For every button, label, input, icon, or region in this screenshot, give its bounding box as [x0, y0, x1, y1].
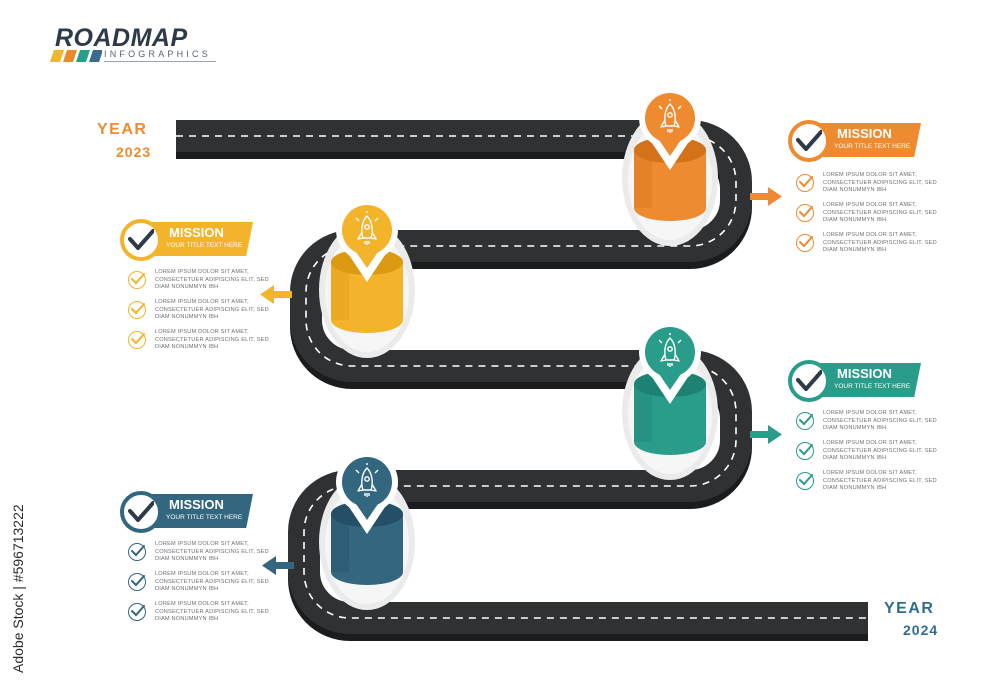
logo-title: ROADMAP — [55, 24, 188, 52]
cylinder-bottom — [331, 559, 403, 585]
mission-item-text: LOREM IPSUM DOLOR SIT AMET, CONSECTETUER… — [823, 410, 937, 432]
cylinder-bottom — [331, 307, 403, 333]
mission-item-text: LOREM IPSUM DOLOR SIT AMET, CONSECTETUER… — [823, 440, 937, 462]
mission-card-orange: MISSION YOUR TITLE TEXT HERE LOREM IPSUM… — [788, 120, 948, 273]
check-circle-icon — [128, 301, 146, 319]
mission-item: LOREM IPSUM DOLOR SIT AMET, CONSECTETUER… — [128, 328, 278, 354]
stock-watermark-text: Adobe Stock | #596713222 — [10, 504, 26, 673]
mission-item: LOREM IPSUM DOLOR SIT AMET, CONSECTETUER… — [796, 231, 946, 257]
mission-item: LOREM IPSUM DOLOR SIT AMET, CONSECTETUER… — [128, 268, 278, 294]
checkmark-icon — [796, 370, 822, 391]
mission-badge — [120, 219, 162, 261]
pin-head — [645, 327, 695, 377]
mission-item: LOREM IPSUM DOLOR SIT AMET, CONSECTETUER… — [128, 570, 278, 596]
rocket-icon — [355, 463, 379, 497]
mission-card-blue: MISSION YOUR TITLE TEXT HERE LOREM IPSUM… — [120, 491, 280, 644]
check-circle-icon — [128, 331, 146, 349]
pin-head — [645, 93, 695, 143]
mission-item: LOREM IPSUM DOLOR SIT AMET, CONSECTETUER… — [128, 600, 278, 626]
mission-item: LOREM IPSUM DOLOR SIT AMET, CONSECTETUER… — [796, 469, 946, 495]
mission-card-teal: MISSION YOUR TITLE TEXT HERE LOREM IPSUM… — [788, 360, 948, 513]
mission-item: LOREM IPSUM DOLOR SIT AMET, CONSECTETUER… — [128, 540, 278, 566]
stock-watermark: Adobe Stock | #596713222 — [10, 504, 26, 673]
cylinder-bottom — [634, 429, 706, 455]
cylinder-shade — [331, 514, 349, 572]
arrow-left-icon — [262, 556, 294, 575]
check-circle-icon — [128, 573, 146, 591]
check-circle-icon — [796, 472, 814, 490]
arrow-right-icon — [750, 187, 782, 206]
milestone-teal — [622, 321, 718, 480]
mission-badge — [788, 360, 830, 402]
arrow-right-icon — [750, 425, 782, 444]
logo-subtitle: INFOGRAPHICS — [104, 49, 211, 59]
logo-stripes — [50, 50, 102, 62]
checkmark-icon — [128, 501, 154, 522]
mission-title: MISSION — [837, 126, 892, 141]
mission-item-text: LOREM IPSUM DOLOR SIT AMET, CONSECTETUER… — [155, 299, 269, 321]
start-year: 2023 — [116, 144, 152, 160]
checkmark-icon — [128, 229, 154, 250]
milestone-orange — [622, 87, 718, 246]
cylinder-shade — [331, 262, 349, 320]
mission-item-text: LOREM IPSUM DOLOR SIT AMET, CONSECTETUER… — [823, 470, 937, 492]
mission-item: LOREM IPSUM DOLOR SIT AMET, CONSECTETUER… — [128, 298, 278, 324]
check-circle-icon — [796, 412, 814, 430]
mission-subtitle: YOUR TITLE TEXT HERE — [834, 143, 911, 150]
cylinder-shade — [634, 150, 652, 208]
check-circle-icon — [796, 174, 814, 192]
arrow-left-icon — [260, 285, 292, 304]
end-year-word: YEAR — [884, 600, 935, 617]
logo-stripe-3 — [76, 50, 90, 62]
pin-head — [342, 205, 392, 255]
mission-item-text: LOREM IPSUM DOLOR SIT AMET, CONSECTETUER… — [155, 329, 269, 351]
cylinder-shade — [634, 384, 652, 442]
mission-item-text: LOREM IPSUM DOLOR SIT AMET, CONSECTETUER… — [823, 232, 937, 254]
milestone-yellow — [319, 199, 415, 358]
mission-item: LOREM IPSUM DOLOR SIT AMET, CONSECTETUER… — [796, 439, 946, 465]
start-year-word: YEAR — [97, 121, 148, 138]
mission-card-yellow: MISSION YOUR TITLE TEXT HERE LOREM IPSUM… — [120, 219, 280, 372]
mission-item-text: LOREM IPSUM DOLOR SIT AMET, CONSECTETUER… — [155, 601, 269, 623]
end-year: 2024 — [903, 622, 939, 638]
mission-title: MISSION — [837, 366, 892, 381]
check-circle-icon — [796, 204, 814, 222]
mission-subtitle: YOUR TITLE TEXT HERE — [834, 383, 911, 390]
mission-item-text: LOREM IPSUM DOLOR SIT AMET, CONSECTETUER… — [155, 541, 269, 563]
mission-item: LOREM IPSUM DOLOR SIT AMET, CONSECTETUER… — [796, 409, 946, 435]
check-circle-icon — [128, 271, 146, 289]
logo-stripe-4 — [89, 50, 102, 62]
rocket-icon — [355, 211, 379, 245]
cylinder-bottom — [634, 195, 706, 221]
mission-item-text: LOREM IPSUM DOLOR SIT AMET, CONSECTETUER… — [823, 172, 937, 194]
mission-item-text: LOREM IPSUM DOLOR SIT AMET, CONSECTETUER… — [823, 202, 937, 224]
checkmark-icon — [796, 130, 822, 151]
check-circle-icon — [796, 442, 814, 460]
mission-item: LOREM IPSUM DOLOR SIT AMET, CONSECTETUER… — [796, 171, 946, 197]
mission-item-text: LOREM IPSUM DOLOR SIT AMET, CONSECTETUER… — [155, 571, 269, 593]
rocket-icon — [658, 333, 682, 367]
mission-title: MISSION — [169, 225, 224, 240]
mission-subtitle: YOUR TITLE TEXT HERE — [166, 514, 243, 521]
check-circle-icon — [128, 543, 146, 561]
rocket-icon — [658, 99, 682, 133]
check-circle-icon — [128, 603, 146, 621]
mission-badge — [788, 120, 830, 162]
logo-stripe-1 — [50, 50, 64, 62]
mission-badge — [120, 491, 162, 533]
logo-underline — [104, 61, 216, 62]
milestone-blue — [319, 451, 415, 610]
pin-head — [342, 457, 392, 507]
mission-item-text: LOREM IPSUM DOLOR SIT AMET, CONSECTETUER… — [155, 269, 269, 291]
mission-subtitle: YOUR TITLE TEXT HERE — [166, 242, 243, 249]
mission-title: MISSION — [169, 497, 224, 512]
mission-item: LOREM IPSUM DOLOR SIT AMET, CONSECTETUER… — [796, 201, 946, 227]
logo-stripe-2 — [63, 50, 77, 62]
check-circle-icon — [796, 234, 814, 252]
